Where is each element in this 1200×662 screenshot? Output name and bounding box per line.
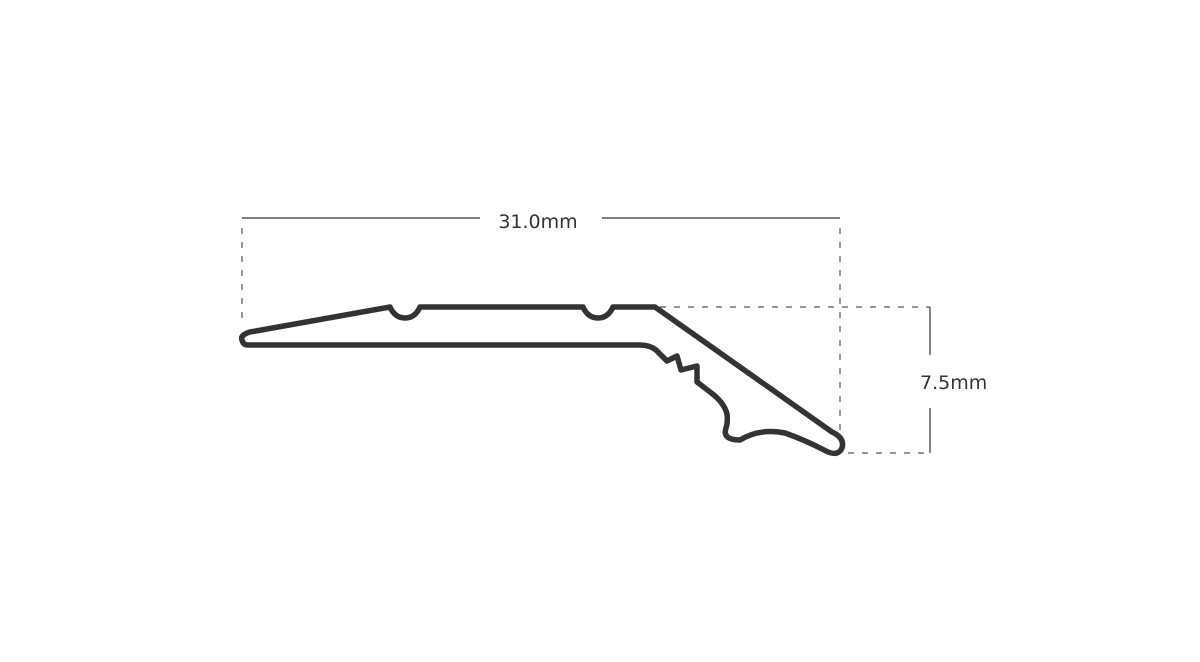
height-dimension: 7.5mm [660,306,987,454]
height-dimension-label: 7.5mm [920,372,987,394]
width-dimension-label: 31.0mm [498,211,577,233]
profile-outline [238,304,846,457]
width-dimension: 31.0mm [241,211,841,430]
